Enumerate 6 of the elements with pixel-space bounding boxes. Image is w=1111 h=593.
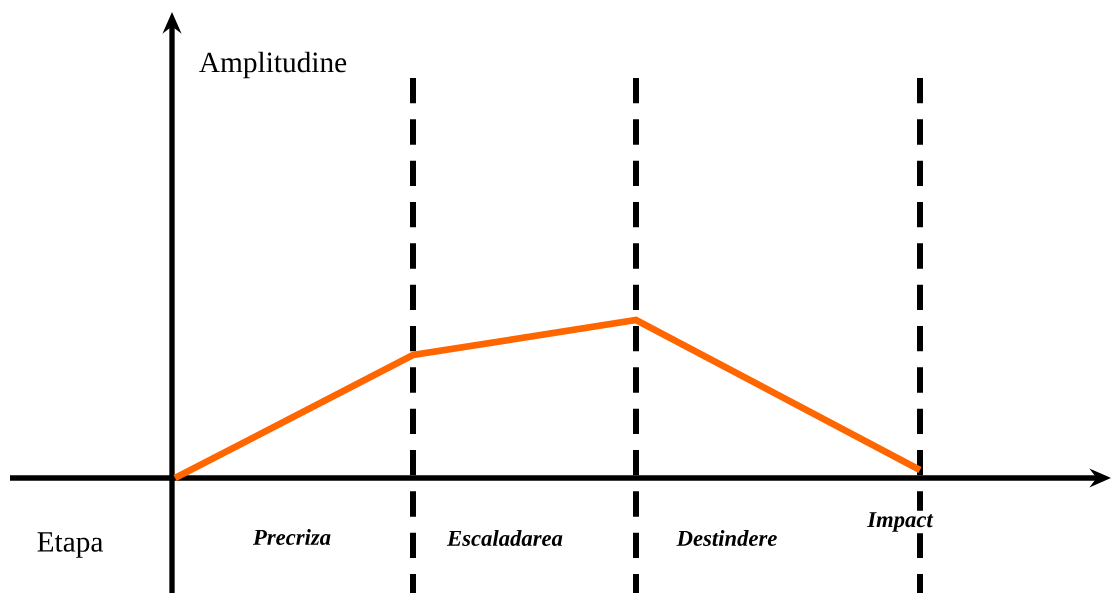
stage-label: Precriza (251, 527, 333, 547)
stage-label: Destindere (675, 528, 779, 548)
stage-label: Impact (865, 510, 935, 534)
axis-label: Amplitudine (197, 50, 349, 80)
stage-label: Escaladarea (445, 528, 565, 548)
axis-label: Etapa (35, 530, 105, 560)
